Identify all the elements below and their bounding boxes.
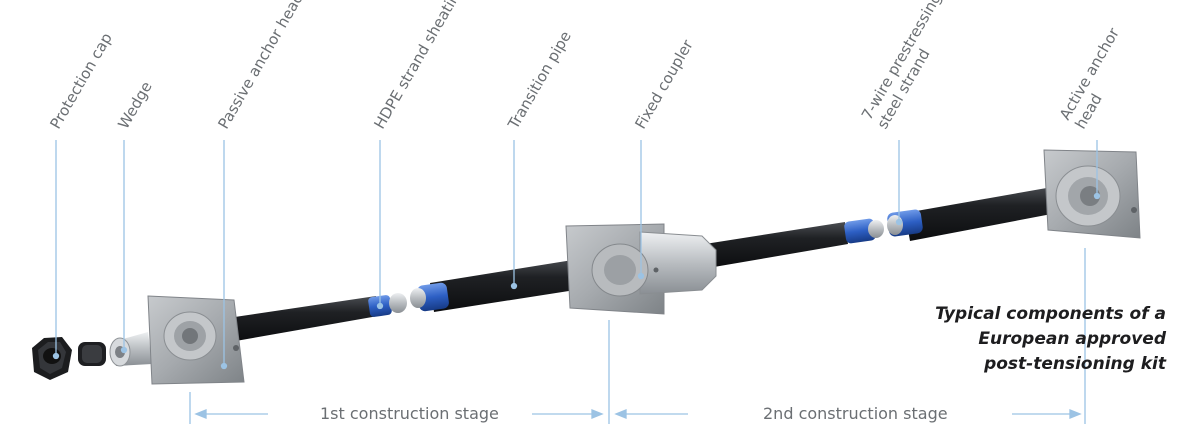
passive-pipe [228,296,378,342]
pipe-segments [228,186,1062,342]
leader-lines [52,140,1101,370]
transition-pipe [430,258,588,312]
active-anchor-part [1043,149,1141,239]
strand-end-1 [389,293,407,313]
middle-pipe [705,222,848,268]
transition-blue [417,282,449,312]
active-pipe [905,186,1062,241]
passive-anchor-plate [147,295,245,385]
first-construction-stage-label: 1st construction stage [320,404,499,423]
stage-dimension-lines [189,248,1086,424]
coupler-blue-out [844,218,876,244]
caption-line-3: post-tensioning kit [984,354,1166,374]
wedge-part [78,342,106,366]
kit-caption: Typical components of a European approve… [906,302,1166,377]
second-construction-stage-label: 2nd construction stage [763,404,948,423]
strand-end-2 [410,288,426,308]
passive-anchor-cone [109,332,152,367]
fixed-coupler-part [565,223,717,315]
strand-end-3 [868,220,884,238]
caption-line-2: European approved [978,329,1166,349]
protection-cap-part [32,337,72,380]
caption-line-1: Typical components of a [935,304,1166,324]
strand-end-4 [887,215,903,235]
